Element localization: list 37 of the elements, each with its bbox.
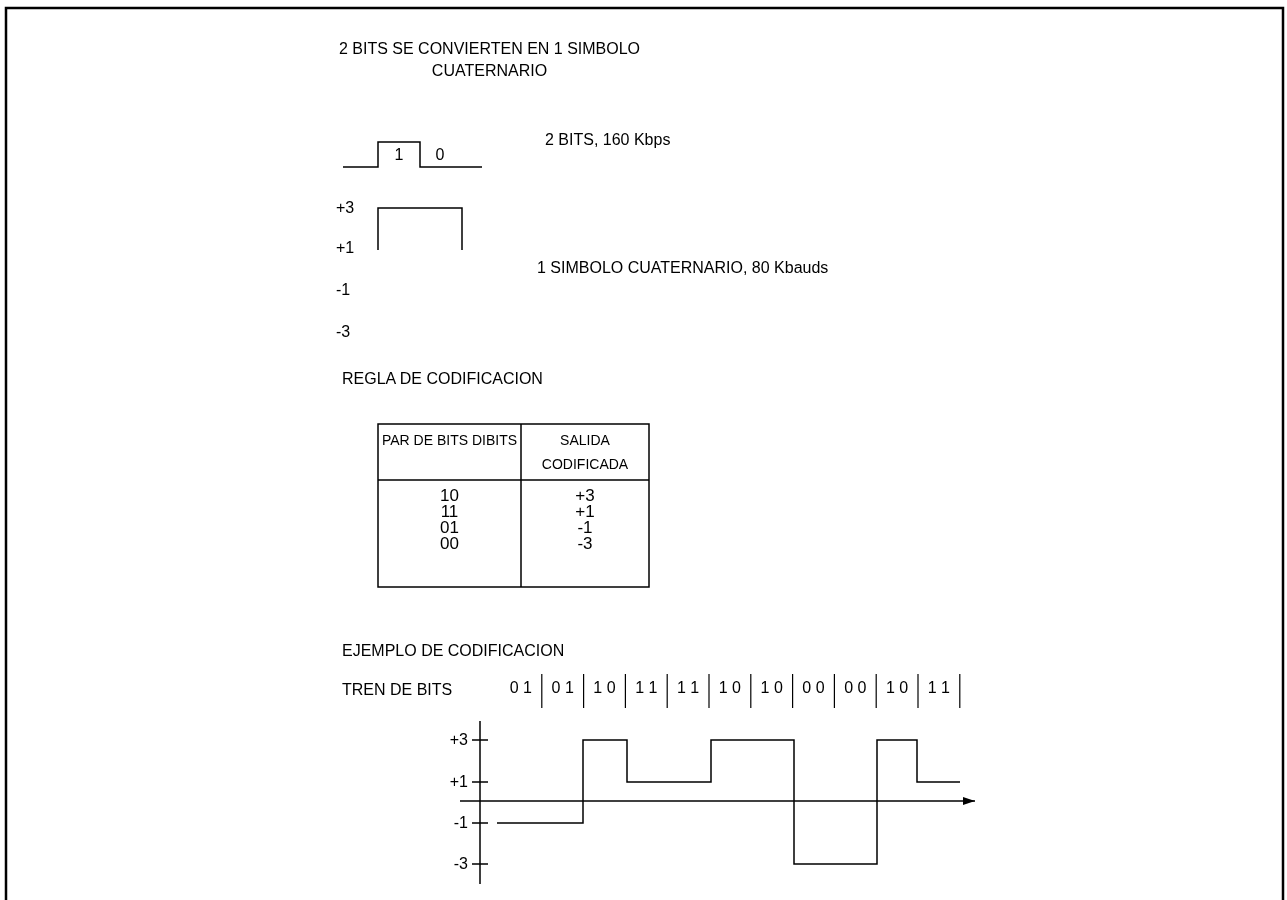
dibit-label: 1 0 — [592, 678, 617, 698]
level-label: +3 — [336, 198, 355, 218]
section-heading: EJEMPLO DE CODIFICACION — [342, 641, 565, 661]
axis-label: +1 — [448, 772, 468, 792]
level-label: -3 — [336, 322, 351, 342]
dibit-label: 1 0 — [717, 678, 742, 698]
level-label: +1 — [336, 238, 355, 258]
axis-label: -3 — [452, 854, 468, 874]
dibit-label: 0 1 — [508, 678, 533, 698]
bit-value: 0 — [434, 145, 446, 165]
dibit-label: 1 1 — [634, 678, 659, 698]
bit-rate-label: 2 BITS, 160 Kbps — [545, 130, 671, 150]
table-header: PAR DE BITS DIBITS — [380, 431, 519, 450]
table-header: SALIDA CODIFICADA — [540, 431, 630, 474]
dibit-label: 0 0 — [843, 678, 868, 698]
section-heading: REGLA DE CODIFICACION — [342, 369, 543, 389]
title: 2 BITS SE CONVIERTEN EN 1 SIMBOLO CUATERNARIO — [337, 39, 642, 81]
level-label: -1 — [336, 280, 351, 300]
table-cell-text: +1 — [574, 504, 596, 520]
table-cell-text: 01 — [439, 520, 460, 536]
dibit-label: 0 0 — [801, 678, 826, 698]
table-cell-text: 11 — [439, 504, 460, 520]
dibit-label: 0 1 — [550, 678, 575, 698]
dibit-label: 1 0 — [884, 678, 910, 698]
table-cell-text: 10 — [439, 488, 460, 504]
dibit-label: 1 0 — [759, 678, 784, 698]
table-cell-text: 00 — [439, 536, 460, 552]
table-cell-text: -1 — [576, 520, 594, 536]
axis-label: +3 — [448, 730, 468, 750]
table-cell-text: +3 — [574, 488, 596, 504]
bit-value: 1 — [393, 145, 405, 165]
dibit-label: 1 1 — [926, 678, 951, 698]
row-label: TREN DE BITS — [342, 680, 453, 700]
dibit-label: 1 1 — [675, 678, 701, 698]
table-cell-text: -3 — [576, 536, 594, 552]
axis-label: -1 — [452, 813, 468, 833]
symbol-rate-label: 1 SIMBOLO CUATERNARIO, 80 Kbauds — [537, 258, 829, 278]
